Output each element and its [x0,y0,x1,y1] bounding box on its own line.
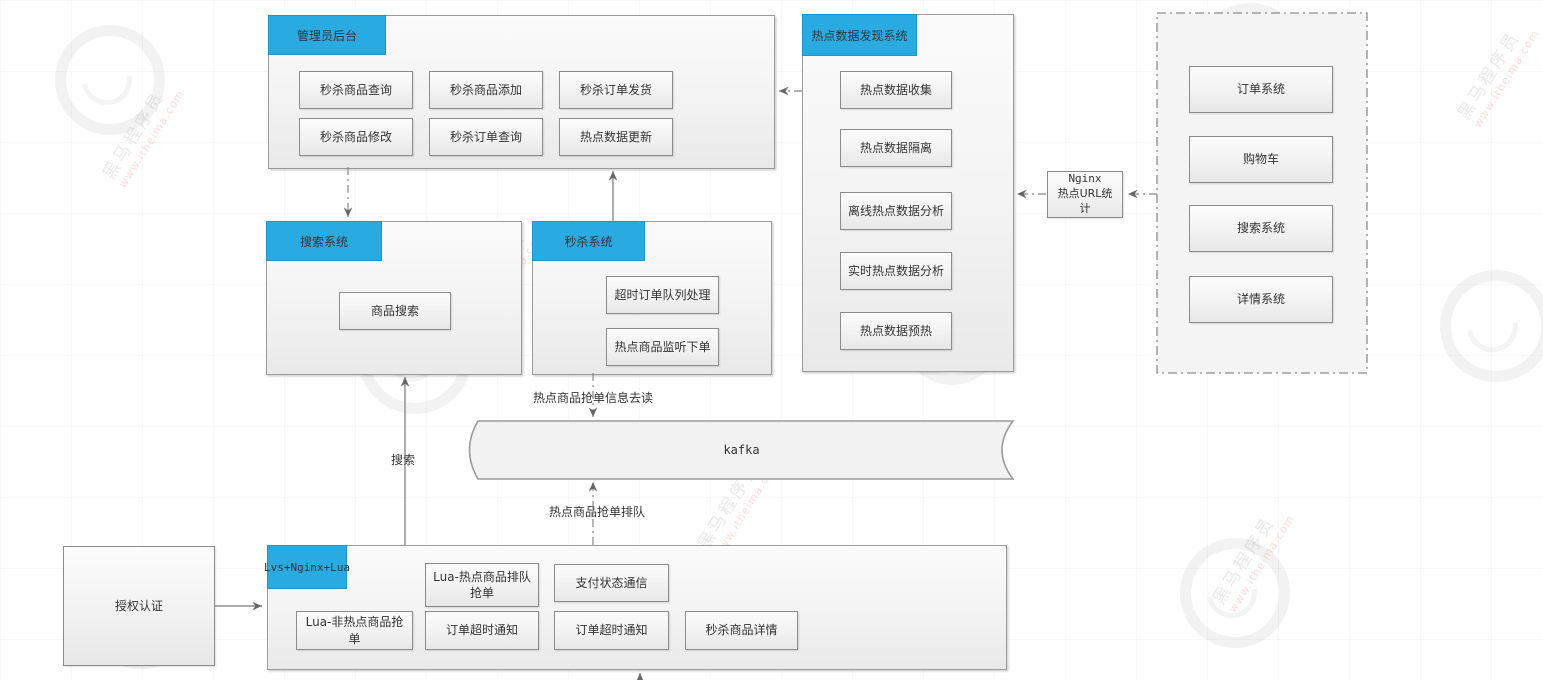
group-search-system-tab: 搜索系统 [266,221,382,261]
node-search-system: 搜索系统 [1189,205,1333,252]
kafka-label: kafka [723,443,760,457]
node-realtime-hot-data-analyze: 实时热点数据分析 [840,252,952,290]
node-seckill-goods-add: 秒杀商品添加 [429,71,543,109]
node-goods-search: 商品搜索 [339,292,451,330]
node-hot-data-collect: 热点数据收集 [840,71,952,109]
node-order-timeout-notify-1: 订单超时通知 [425,611,539,650]
group-title: 搜索系统 [299,234,348,249]
group-lvs-nginx-lua: Lvs+Nginx+Lua Lua-热点商品排队抢单 支付状态通信 Lua-非热… [263,545,1007,670]
node-seckill-goods-query: 秒杀商品查询 [299,71,413,109]
edge-label-search: 搜索 [391,453,416,467]
group-admin-backend: 管理员后台 秒杀商品查询 秒杀商品添加 秒杀订单发货 秒杀商品修改 秒杀订单查询… [268,15,775,169]
group-search-system: 搜索系统 商品搜索 [266,221,522,375]
brand-logo-watermark [1440,270,1543,382]
node-detail-system: 详情系统 [1189,276,1333,323]
node-hot-goods-listen-order: 热点商品监听下单 [606,328,719,366]
node-auth: 授权认证 [63,546,215,666]
edge-label-hot-grab-queue: 热点商品抢单排队 [549,505,646,519]
group-admin-backend-tab: 管理员后台 [268,15,386,55]
group-seckill-system-tab: 秒杀系统 [532,221,645,261]
brand-logo-watermark [1180,538,1290,648]
node-timeout-order-queue: 超时订单队列处理 [606,276,719,314]
group-title: Lvs+Nginx+Lua [263,560,351,574]
brand-logo-watermark [55,25,165,135]
node-seckill-order-ship: 秒杀订单发货 [559,71,673,109]
group-title: 秒杀系统 [564,234,613,249]
group-seckill-system: 秒杀系统 超时订单队列处理 热点商品监听下单 [532,221,772,375]
nginx-label-line2: 热点URL统计 [1057,187,1113,215]
group-lvs-nginx-lua-tab: Lvs+Nginx+Lua [263,545,351,589]
edge-label-hot-grab-info-read: 热点商品抢单信息去读 [533,391,654,405]
node-seckill-goods-modify: 秒杀商品修改 [299,118,413,156]
kafka-cylinder [468,420,1015,480]
node-hot-data-isolate: 热点数据隔离 [840,129,952,167]
node-hot-data-update: 热点数据更新 [559,118,673,156]
node-pay-status-comm: 支付状态通信 [554,564,669,602]
group-title: 管理员后台 [296,28,357,43]
group-hotspot-discovery-system: 热点数据发现系统 热点数据收集 热点数据隔离 离线热点数据分析 实时热点数据分析… [802,14,1014,372]
node-lua-nonhot-goods-grab: Lua-非热点商品抢单 [296,611,413,650]
node-nginx-hot-url-stats: Nginx 热点URL统计 [1047,171,1123,218]
node-offline-hot-data-analyze: 离线热点数据分析 [840,192,952,230]
node-seckill-goods-detail: 秒杀商品详情 [685,611,798,650]
node-order-system: 订单系统 [1189,66,1333,113]
node-hot-data-preheat: 热点数据预热 [840,312,952,350]
node-order-timeout-notify-2: 订单超时通知 [554,611,669,650]
node-shopping-cart: 购物车 [1189,136,1333,183]
group-hotspot-discovery-tab: 热点数据发现系统 [802,14,917,56]
node-lua-hot-goods-queue-grab: Lua-热点商品排队抢单 [425,563,539,607]
nginx-label-line1: Nginx [1068,172,1102,186]
group-title: 热点数据发现系统 [811,28,908,43]
node-seckill-order-query: 秒杀订单查询 [429,118,543,156]
